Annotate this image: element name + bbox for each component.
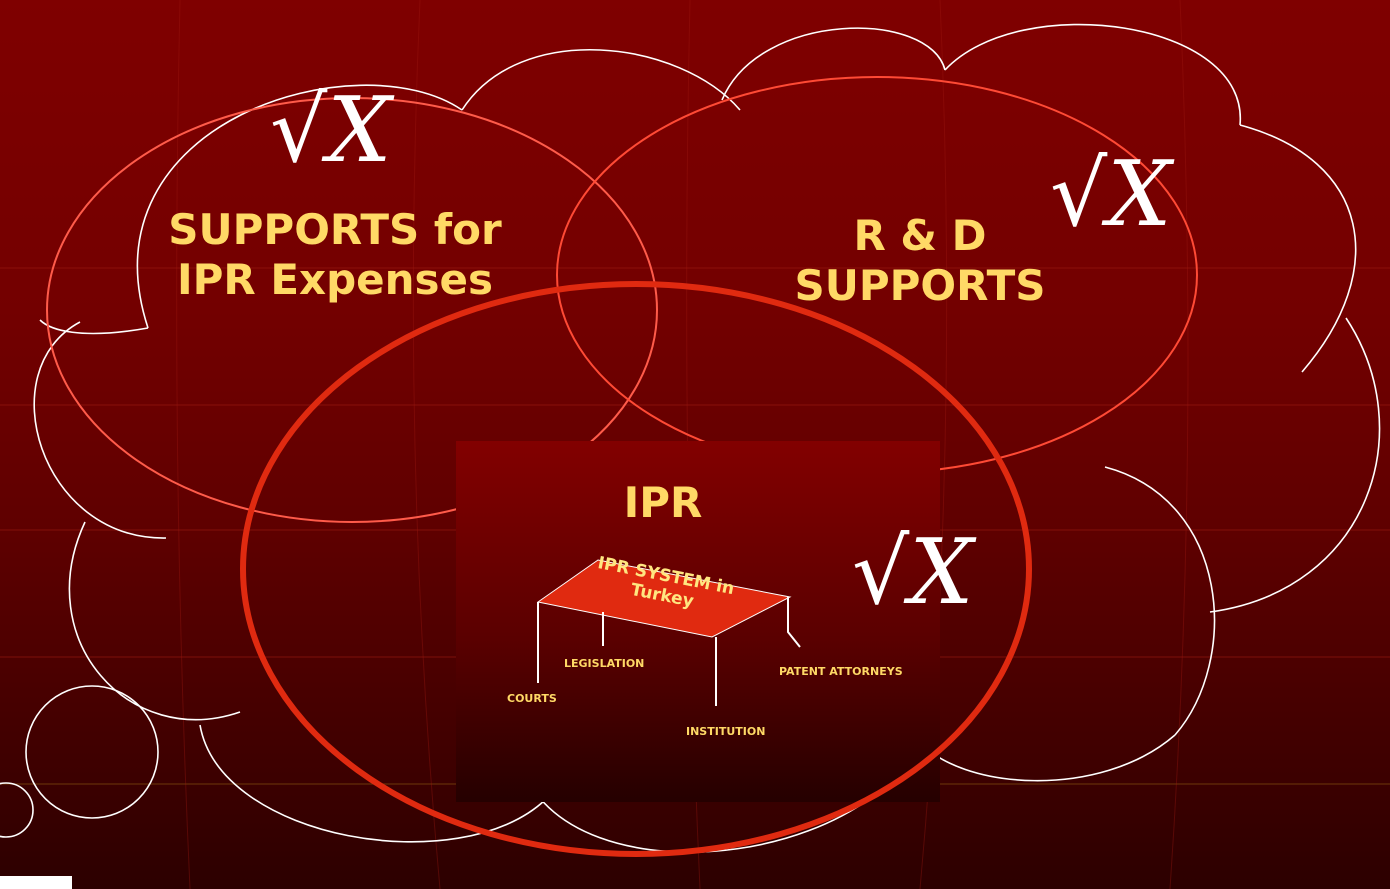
ipr-expenses-label: SUPPORTS for IPR Expenses xyxy=(168,205,502,305)
corner-white-box xyxy=(0,876,72,889)
courts-label: COURTS xyxy=(507,692,557,705)
rd-supports-label: R & D SUPPORTS xyxy=(794,211,1046,311)
table-top xyxy=(536,559,792,638)
check-mark-center: √X xyxy=(852,520,974,625)
ipr-expenses-circle xyxy=(46,97,658,523)
legislation-label: LEGISLATION xyxy=(564,657,645,670)
ipr-system-table xyxy=(536,559,801,706)
ipr-circle xyxy=(240,281,1032,857)
institution-label: INSTITUTION xyxy=(686,725,766,738)
table-leg-patent-attorneys xyxy=(787,597,801,648)
check-mark-right: √X xyxy=(1050,142,1172,247)
ipr-label: IPR xyxy=(623,478,703,527)
patent-attorneys-label: PATENT ATTORNEYS xyxy=(779,665,903,678)
check-mark-left: √X xyxy=(270,78,392,183)
